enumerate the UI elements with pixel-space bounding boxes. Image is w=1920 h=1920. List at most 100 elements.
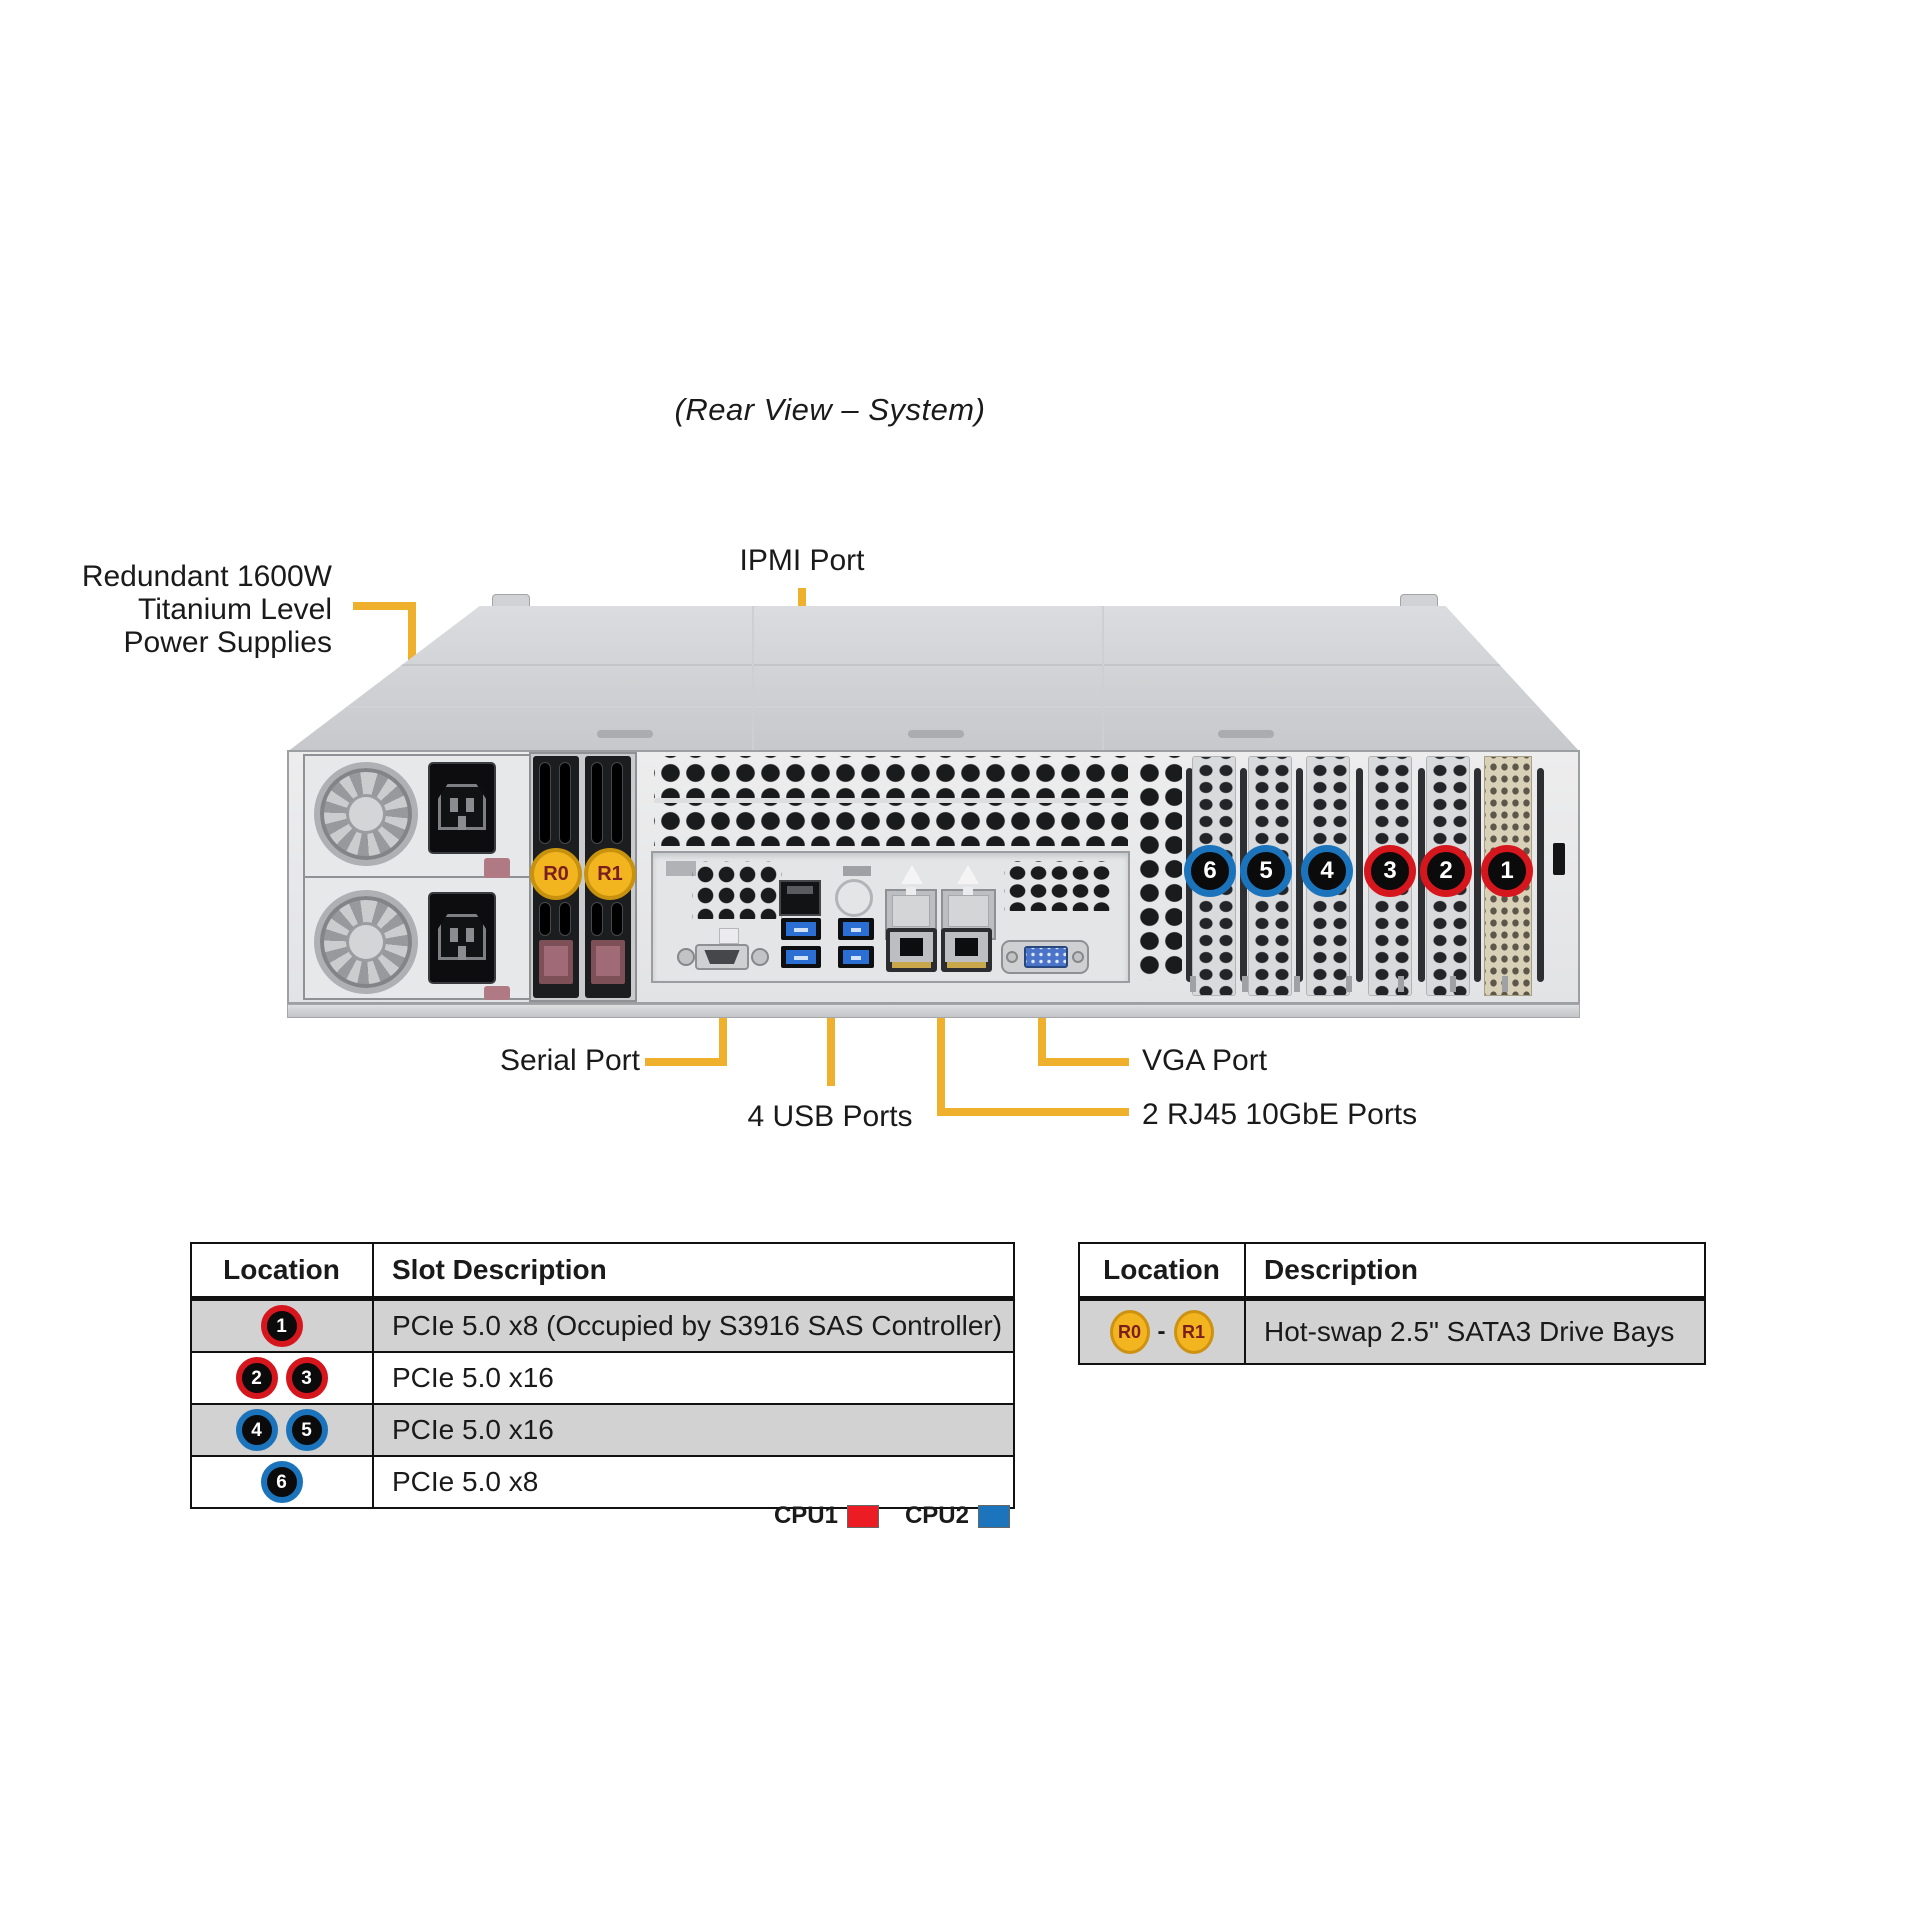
chassis-bottom-lip — [287, 1004, 1580, 1018]
c14-pin — [458, 816, 466, 830]
drive-bay-badge-r0: R0 — [530, 848, 582, 900]
ipmi-callout-label: IPMI Port — [739, 544, 865, 577]
vga-callout-line-h — [1038, 1058, 1129, 1066]
serial-screw — [677, 948, 695, 966]
pcie-slot-opening — [1296, 768, 1303, 982]
slot-description-cell: PCIe 5.0 x8 (Occupied by S3916 SAS Contr… — [373, 1297, 1014, 1352]
top-panel-seam — [1101, 606, 1104, 752]
psu-label-line1: Redundant 1600W — [81, 560, 332, 593]
usb-port-icon — [781, 918, 821, 940]
rj45-inner — [890, 932, 933, 962]
psu-fan-icon — [314, 762, 418, 866]
psu-fan-hub — [345, 793, 387, 835]
serial-port-tab — [719, 928, 739, 944]
top-panel-seam — [287, 664, 1580, 666]
usb-port-icon — [838, 946, 874, 968]
vga-screw — [1072, 951, 1084, 963]
rj45-callout-line-v — [937, 966, 945, 1116]
top-panel-seam — [287, 706, 1580, 708]
drive-location-cell: R0 - R1 — [1079, 1297, 1246, 1364]
rj45-port-icon — [886, 928, 937, 972]
tray-latch — [591, 940, 625, 984]
slot-badge-4: 4 — [235, 1409, 278, 1451]
chassis-latch — [1553, 843, 1565, 875]
c14-pin — [450, 798, 458, 812]
rj45-gold-contacts — [947, 962, 986, 968]
tray-vent — [559, 762, 571, 844]
pcie-slot-badge-3: 3 — [1364, 845, 1416, 897]
cpu-legend: CPU1 CPU2 — [660, 1502, 1010, 1530]
rj45-gold-contacts — [892, 962, 931, 968]
psu-label-line3: Power Supplies — [123, 626, 332, 659]
usb-ports-label: 4 USB Ports — [747, 1100, 913, 1133]
tray-latch-handle — [596, 946, 620, 976]
table-row: R0 - R1 Hot-swap 2.5" SATA3 Drive Bays — [1079, 1297, 1705, 1364]
tray-vent — [539, 762, 551, 844]
slot-table-header-location: Location — [191, 1243, 374, 1301]
sfp-tab — [906, 887, 917, 895]
drive-badge-r1: R1 — [1173, 1310, 1214, 1354]
power-inlet-icon — [428, 892, 496, 984]
pcie-slot-badge-5: 5 — [1240, 845, 1292, 897]
usb-symbol-icon — [843, 866, 871, 876]
drive-description-cell: Hot-swap 2.5" SATA3 Drive Bays — [1245, 1297, 1705, 1364]
io-panel-sticker — [666, 861, 696, 876]
drive-badge-r0: R0 — [1109, 1310, 1150, 1354]
usb-callout-line — [827, 960, 835, 1086]
tray-vent — [591, 762, 603, 844]
usb-port-icon — [838, 918, 874, 940]
usb-port-icon — [781, 946, 821, 968]
top-panel-vent-mark — [1217, 730, 1274, 738]
tray-vent — [611, 902, 623, 936]
slot-badge-2: 2 — [235, 1357, 278, 1399]
tray-latch-handle — [544, 946, 568, 976]
top-panel-vent-mark — [907, 730, 964, 738]
usb-tongue — [794, 928, 808, 932]
pcie-slot-opening — [1474, 768, 1481, 982]
slot-badge-6: 6 — [260, 1461, 303, 1503]
slot-location-cell: 6 — [191, 1455, 374, 1508]
pcie-slot-badge-4: 4 — [1301, 845, 1353, 897]
chassis-top-panel — [287, 606, 1580, 752]
usb-tongue — [851, 928, 861, 932]
rj45-pins — [787, 886, 813, 894]
legend-cpu1-label: CPU1 — [773, 1502, 838, 1529]
c14-pin — [466, 798, 474, 812]
slot-table-header-description: Slot Description — [373, 1243, 1014, 1301]
psu-divider — [303, 876, 531, 878]
rj45-callout-line-h — [937, 1108, 1129, 1116]
c14-pin — [466, 928, 474, 942]
bottom-vent-strip — [1190, 976, 1540, 992]
psu-callout-label: Redundant 1600W Titanium Level Power Sup… — [60, 560, 332, 659]
top-panel-vent-mark — [597, 730, 654, 738]
slot-badge-3: 3 — [285, 1357, 328, 1399]
sfp-cover — [948, 895, 989, 927]
power-inlet-icon — [428, 762, 496, 854]
usb-inner — [843, 950, 869, 964]
vent-band-divider — [654, 798, 1128, 803]
serial-port-icon — [695, 944, 749, 970]
vga-callout-line-v — [1038, 970, 1046, 1066]
table-row: 1 PCIe 5.0 x8 (Occupied by S3916 SAS Con… — [191, 1297, 1014, 1352]
io-vent-grid-left — [692, 861, 782, 919]
vga-connector — [1024, 946, 1068, 968]
legend-cpu2-swatch — [978, 1504, 1010, 1528]
rj45-inner — [945, 932, 988, 962]
psu-latch — [484, 858, 510, 878]
psu-latch — [484, 986, 510, 1000]
tray-vent — [559, 902, 571, 936]
table-header-row: Location Description — [1079, 1243, 1705, 1301]
slot-location-cell: 4 5 — [191, 1403, 374, 1456]
slot-description-cell: PCIe 5.0 x16 — [373, 1351, 1014, 1404]
tray-vent — [591, 902, 603, 936]
psu-callout-line-h — [353, 602, 416, 610]
table-row: 6 PCIe 5.0 x8 — [191, 1455, 1014, 1508]
rj45-hole — [955, 938, 978, 956]
tray-vent — [539, 902, 551, 936]
vga-port-label: VGA Port — [1142, 1044, 1268, 1077]
tray-vent — [611, 762, 623, 844]
round-knockout — [835, 879, 873, 917]
top-panel-seam — [752, 606, 755, 752]
drive-table-header-description: Description — [1245, 1243, 1705, 1301]
